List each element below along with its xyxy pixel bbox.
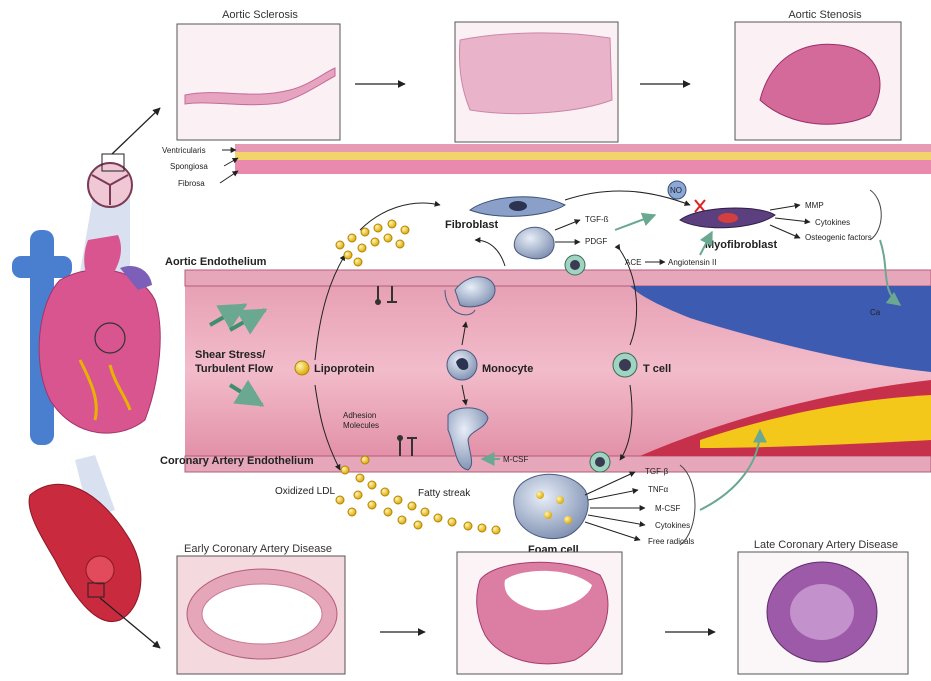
macrophage-top-group: TGF-ß PDGF (514, 215, 655, 259)
spongiosa-layer (235, 152, 931, 160)
foam-lipid-3 (544, 511, 552, 519)
fibrosa-label: Fibrosa (178, 179, 205, 188)
valve-layers: Ventricularis Spongiosa Fibrosa (162, 144, 931, 188)
cytokines-bottom-label: Cytokines (655, 521, 690, 530)
ca-label: Ca (870, 308, 881, 317)
angiotensin-label: Angiotensin II (668, 258, 716, 267)
output-arrow-1 (585, 472, 635, 495)
bracket-bottom (680, 465, 695, 545)
aortic-sclerosis-title: Aortic Sclerosis (222, 9, 298, 21)
aortic-endothelium-label: Aortic Endothelium (165, 256, 267, 268)
fibrosa-layer (235, 160, 931, 174)
mac-to-tgf-arrow (555, 220, 580, 230)
lipid-particles-upper (336, 220, 409, 266)
t-cell-bottom-nucleus (595, 457, 605, 467)
lipid-to-fibroblast-arrow (360, 203, 440, 230)
osteogenic-label: Osteogenic factors (805, 233, 872, 242)
foam-lipid-2 (556, 496, 564, 504)
adhesion-head-bottom-1 (397, 435, 403, 441)
to-mmp-arrow (770, 205, 800, 210)
t-cell-nucleus (619, 359, 631, 371)
late-cad-occlusion (790, 584, 854, 640)
t-cell-label: T cell (643, 363, 671, 375)
macrophage-top-cell (514, 227, 554, 259)
growth-factor-arrow (615, 215, 655, 230)
adhesion-label-2: Molecules (343, 421, 379, 430)
lipoprotein-label: Lipoprotein (314, 363, 375, 375)
ventricularis-layer (235, 144, 931, 152)
t-cell-top-nucleus (570, 260, 580, 270)
inhibition-x-icon (695, 200, 705, 212)
bottom-panels: Early Coronary Artery Disease Late Coron… (177, 539, 908, 674)
foam-lipid-1 (536, 491, 544, 499)
monocyte-label: Monocyte (482, 363, 533, 375)
late-cad-title: Late Coronary Artery Disease (754, 539, 898, 551)
intermediate-tissue (459, 33, 612, 114)
aortic-stenosis-title: Aortic Stenosis (788, 9, 862, 21)
early-cad-title: Early Coronary Artery Disease (184, 543, 332, 555)
fibroblast-label: Fibroblast (445, 219, 499, 231)
aortic-endothelium-layer (185, 270, 931, 286)
cytokines-top-label: Cytokines (815, 218, 850, 227)
fibroblast-nucleus (509, 201, 527, 211)
to-osteogenic-arrow (770, 225, 800, 238)
coronary-artery-shape (29, 484, 141, 621)
spongiosa-label: Spongiosa (170, 162, 208, 171)
free-radicals-label: Free radicals (648, 537, 694, 546)
turbulent-flow-label: Turbulent Flow (195, 363, 273, 375)
lipoprotein-particle (295, 361, 309, 375)
early-cad-lumen (202, 584, 322, 644)
foam-lipid-4 (564, 516, 572, 524)
fibrosa-pointer (220, 171, 238, 183)
tgf-top-label: TGF-ß (585, 215, 609, 224)
output-arrow-2 (588, 490, 638, 500)
output-arrow-4 (588, 515, 645, 525)
oxidized-ldl-label: Oxidized LDL (275, 486, 335, 497)
heart-shape (39, 270, 160, 434)
arrow-valve-to-panel (112, 108, 160, 154)
t-cell-top-group (565, 255, 585, 275)
artery-lumen-shape (86, 556, 114, 584)
to-cytokines-arrow (775, 218, 810, 222)
heart-illustration (12, 108, 160, 648)
coronary-endothelium-label: Coronary Artery Endothelium (160, 455, 314, 467)
vessel-branch-shape (12, 256, 72, 278)
tgf-bottom-label: TGF-β (645, 467, 669, 476)
fatty-streak-label: Fatty streak (418, 488, 471, 499)
monocyte-to-macrophage-arrow (475, 240, 505, 266)
pdgf-label: PDGF (585, 237, 607, 246)
mcsf-left-label: M-CSF (503, 455, 528, 464)
ventricularis-label: Ventricularis (162, 146, 206, 155)
no-label: NO (670, 186, 682, 195)
mcsf-right-label: M-CSF (655, 504, 680, 513)
myofibroblast-nucleus (718, 213, 738, 223)
myofibroblast-label: Myofibroblast (705, 239, 777, 251)
mmp-label: MMP (805, 201, 824, 210)
adhesion-label-1: Adhesion (343, 411, 376, 420)
foam-cell (514, 474, 589, 538)
shear-stress-label: Shear Stress/ (195, 349, 265, 361)
tnf-label: TNFα (648, 485, 669, 494)
output-arrow-5 (585, 522, 640, 540)
adhesion-head-top-1 (375, 299, 381, 305)
top-panels: Aortic Sclerosis Aortic Stenosis (177, 9, 901, 142)
